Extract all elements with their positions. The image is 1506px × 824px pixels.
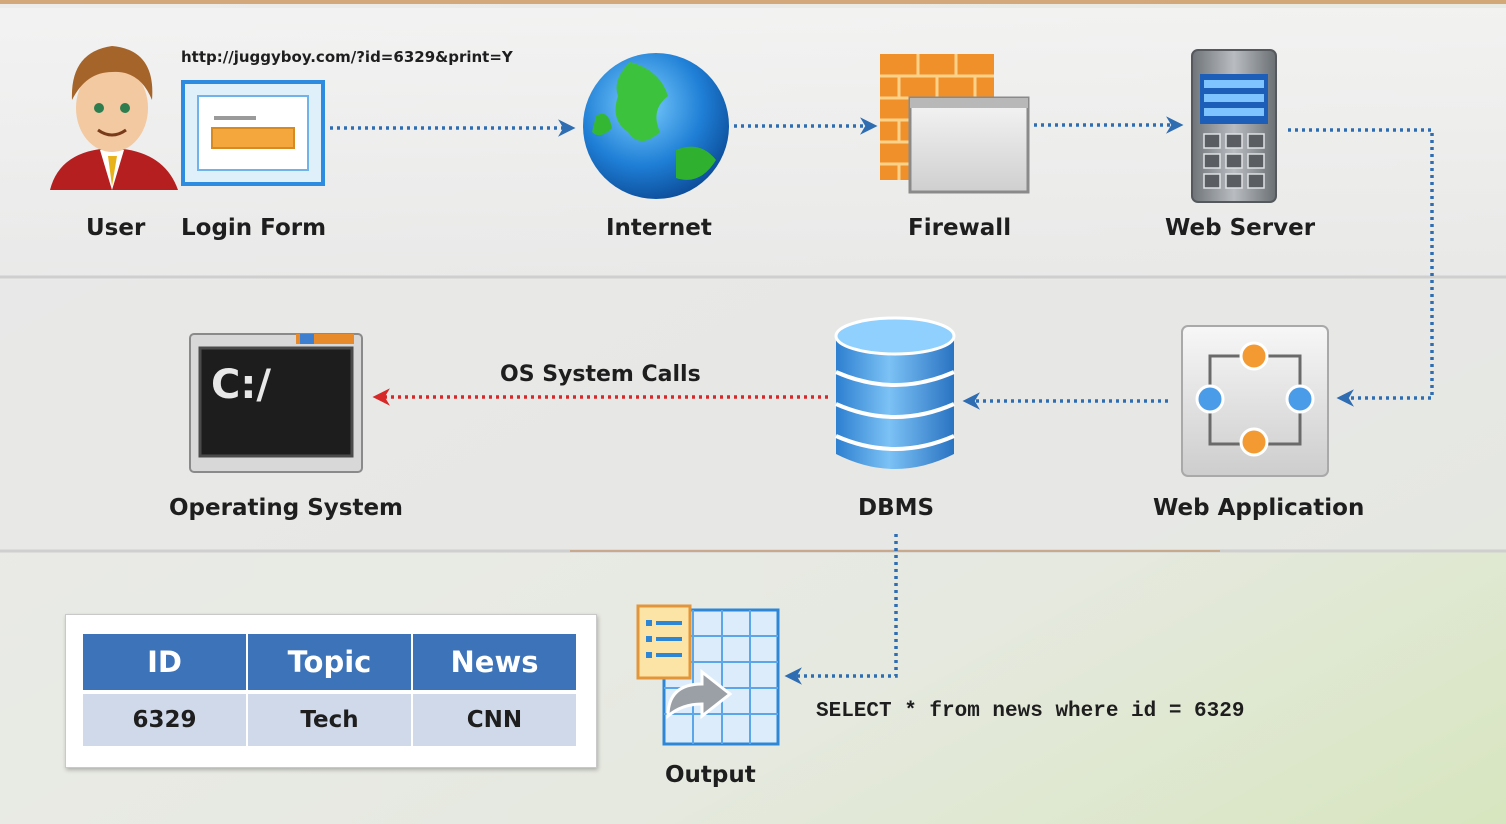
table-header-topic: Topic [248,634,411,690]
request-url: http://juggyboy.com/?id=6329&print=Y [181,48,513,66]
dbms-database-icon [834,316,956,469]
arrow-webserver-to-webapp [1288,128,1434,407]
table-header-row: ID Topic News [83,634,576,690]
login-form-icon [181,80,325,186]
login-form-label: Login Form [181,215,327,241]
arrow-dbms-to-output [784,534,898,685]
web-application-icon [1181,325,1329,477]
result-table: ID Topic News 6329 Tech CNN [81,630,578,750]
web-application-label: Web Application [1153,495,1365,521]
table-header-news: News [413,634,576,690]
web-server-icon [1191,49,1277,203]
table-cell-topic: Tech [248,694,411,746]
table-row: 6329 Tech CNN [83,694,576,746]
firewall-icon [880,54,1030,194]
dbms-label: DBMS [858,495,935,521]
output-spreadsheet-icon [636,604,780,746]
os-system-calls-label: OS System Calls [500,362,701,387]
operating-system-label: Operating System [169,495,404,521]
sql-query: SELECT * from news where id = 6329 [816,700,1245,723]
web-server-label: Web Server [1165,215,1316,241]
internet-label: Internet [606,215,712,241]
firewall-label: Firewall [908,215,1012,241]
result-table-panel: ID Topic News 6329 Tech CNN [65,614,597,768]
output-label: Output [665,762,756,788]
terminal-prompt: C:/ [211,362,271,408]
internet-globe-icon [583,53,729,199]
table-cell-news: CNN [413,694,576,746]
table-header-id: ID [83,634,246,690]
user-avatar-icon [50,46,178,190]
operating-system-terminal-icon [189,333,363,473]
user-label: User [86,215,146,241]
table-cell-id: 6329 [83,694,246,746]
